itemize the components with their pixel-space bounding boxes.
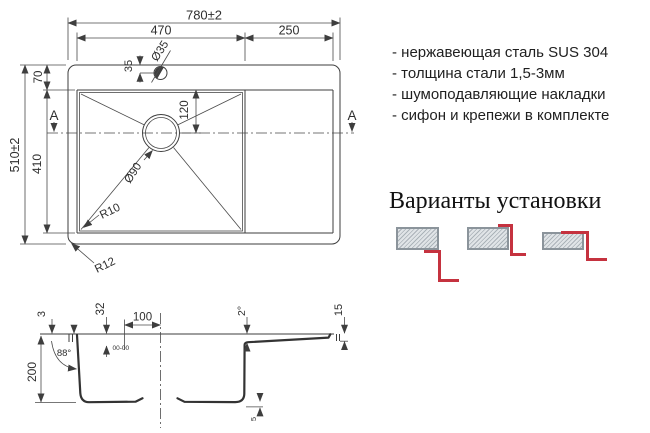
feature-item: - толщина стали 1,5-3мм — [392, 65, 565, 82]
dim-wing-width: 250 — [279, 24, 300, 38]
pad-mark: 00-00 — [113, 345, 130, 352]
sink-bottom-line — [586, 258, 607, 261]
sink-wall-line — [438, 250, 441, 282]
dim-depth: 200 — [25, 362, 39, 382]
dim-slope: 2° — [236, 306, 248, 316]
sink-wall-line — [510, 224, 513, 256]
dim-wall-angle: 88° — [57, 348, 72, 359]
feature-item: - нержавеющая сталь SUS 304 — [392, 44, 609, 61]
feature-item: - сифон и крепежи в комплекте — [392, 107, 610, 124]
dim-bottom-step: 5 — [249, 417, 258, 421]
sink-rim-line — [561, 231, 589, 234]
drain-hole — [80, 93, 242, 230]
section-centerline: A A — [47, 108, 357, 134]
faucet-hole — [151, 50, 171, 83]
dim-drain-to-center: 100 — [133, 312, 152, 324]
sink-bottom-line — [510, 253, 526, 256]
dim-overall-depth: 510±2 — [8, 138, 22, 173]
sink-wall-line — [586, 231, 589, 261]
section-dimensions: 3 88° 200 32 00-00 100 2° — [25, 303, 348, 421]
sink-rim-line — [498, 224, 513, 227]
feature-item: - шумоподавляющие накладки — [392, 86, 606, 103]
dim-rim-offset: 70 — [33, 71, 45, 84]
dim-bowl-width: 470 — [151, 24, 172, 38]
dim-rim-drop: 32 — [95, 303, 107, 316]
sink-rim-line — [424, 250, 441, 253]
countertop-section — [542, 232, 584, 250]
dim-wing-edge: 15 — [333, 304, 345, 316]
sink-outline — [67, 64, 341, 245]
dim-bowl-depth: 410 — [30, 154, 44, 174]
countertop-section — [467, 227, 509, 250]
dim-faucet-hole: Ø35 — [149, 39, 171, 64]
dim-faucet-offset: 35 — [123, 60, 135, 72]
section-view: 3 88° 200 32 00-00 100 2° — [25, 303, 348, 428]
dim-edge-drop: 3 — [36, 311, 48, 317]
section-profile — [40, 313, 340, 428]
install-options-title: Варианты установки — [389, 188, 602, 214]
top-view: A A 780±2 470 250 — [8, 8, 357, 276]
sink-bottom-line — [438, 279, 459, 282]
dim-drain-offset: 120 — [179, 100, 191, 119]
feature-list: - нержавеющая сталь SUS 304 - толщина ст… — [392, 42, 609, 126]
dim-outer-radius: R12 — [93, 256, 117, 276]
dim-drain-diameter: Ø90 — [122, 161, 144, 186]
countertop-section — [396, 227, 439, 250]
section-letter-right: A — [347, 108, 356, 123]
dim-overall-width: 780±2 — [186, 8, 222, 23]
section-letter-left: A — [49, 108, 58, 123]
